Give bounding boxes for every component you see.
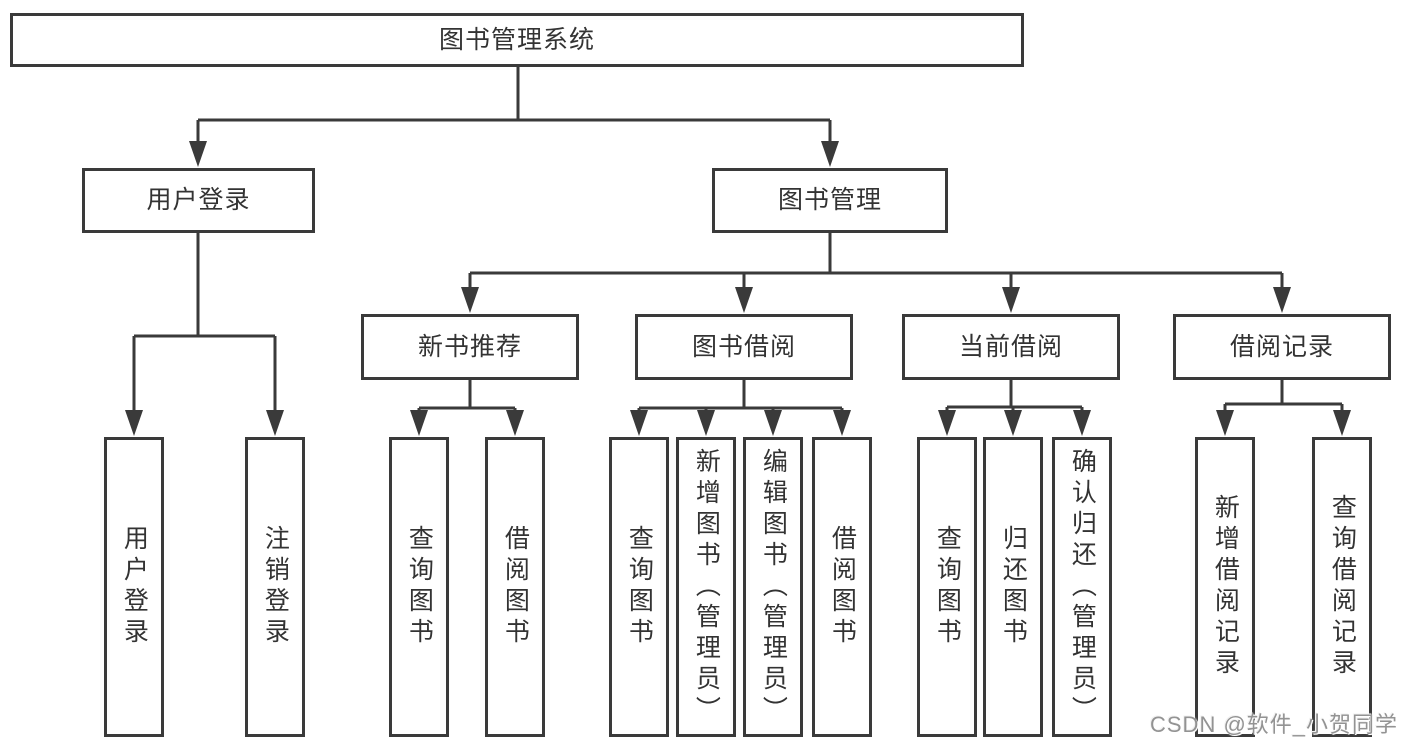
node-label: 新书推荐 — [417, 332, 522, 361]
node-label: 图书管理 — [777, 186, 882, 215]
leaf-confirm-return-admin: 确认归还（管理员） — [1052, 437, 1112, 737]
leaf-logout: 注销登录 — [245, 437, 305, 737]
leaf-query-books-borrow: 查询图书 — [609, 437, 669, 737]
node-root-system: 图书管理系统 — [10, 13, 1024, 67]
node-label: 借阅记录 — [1229, 332, 1334, 361]
leaf-query-borrow-record: 查询借阅记录 — [1312, 437, 1372, 737]
leaf-borrow-books: 借阅图书 — [812, 437, 872, 737]
leaf-borrow-books-recommend: 借阅图书 — [485, 437, 545, 737]
node-label: 图书借阅 — [691, 332, 796, 361]
node-user-login: 用户登录 — [82, 168, 315, 233]
node-label: 当前借阅 — [958, 332, 1063, 361]
leaf-query-books-current: 查询图书 — [917, 437, 977, 737]
arrowheads — [125, 141, 1351, 436]
node-label: 图书管理系统 — [438, 25, 595, 54]
watermark: CSDN @软件_小贺同学 — [1150, 712, 1399, 737]
node-new-book-recommend: 新书推荐 — [361, 314, 579, 380]
node-borrow-records: 借阅记录 — [1173, 314, 1391, 380]
node-book-borrowing: 图书借阅 — [635, 314, 853, 380]
leaf-edit-books-admin: 编辑图书（管理员） — [743, 437, 803, 737]
leaf-add-borrow-record: 新增借阅记录 — [1195, 437, 1255, 737]
leaf-return-books: 归还图书 — [983, 437, 1043, 737]
leaf-user-login: 用户登录 — [104, 437, 164, 737]
leaf-query-books-recommend: 查询图书 — [389, 437, 449, 737]
node-book-management: 图书管理 — [712, 168, 948, 233]
node-current-borrowing: 当前借阅 — [902, 314, 1120, 380]
leaf-add-books-admin: 新增图书（管理员） — [676, 437, 736, 737]
node-label: 用户登录 — [146, 186, 251, 215]
